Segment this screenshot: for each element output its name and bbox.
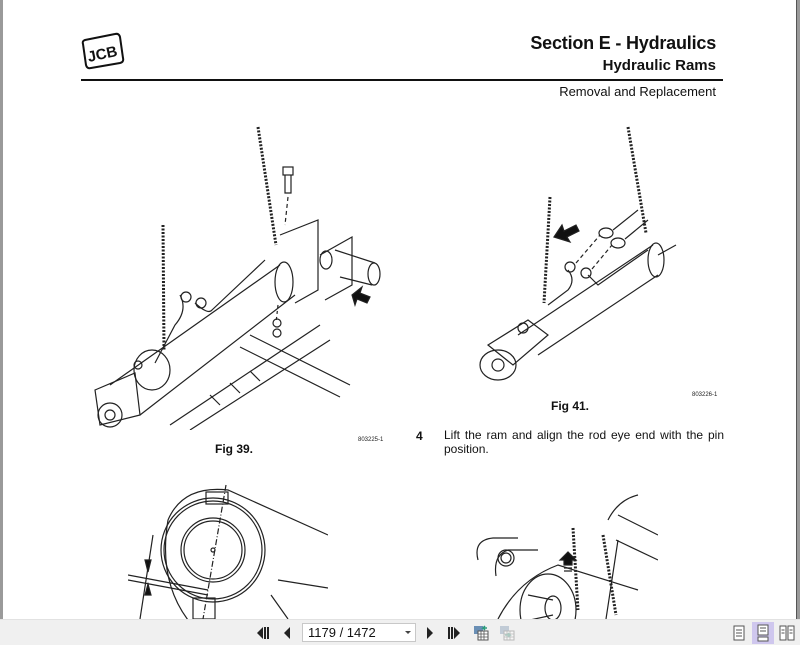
- single-page-icon: [733, 625, 745, 641]
- fig41-illustration: [479, 126, 677, 381]
- jcb-logo: JCB: [81, 32, 125, 70]
- next-page-icon: [427, 627, 433, 639]
- last-page-button[interactable]: [445, 624, 463, 642]
- back-view-button[interactable]: [472, 624, 490, 642]
- subsection-title: Hydraulic Rams: [602, 57, 716, 74]
- fig39-code: 803225-1: [358, 437, 384, 443]
- chevron-down-icon: [405, 631, 411, 634]
- fig39-caption: Fig 39.: [215, 442, 254, 456]
- page-indicator: 1179 / 1472: [308, 625, 376, 640]
- continuous-page-icon: [757, 624, 769, 642]
- pin-illustration: [476, 494, 658, 619]
- page-edge-right: [796, 0, 800, 619]
- forward-view-button[interactable]: [498, 624, 516, 642]
- viewer-toolbar: 1179 / 1472: [0, 619, 800, 645]
- fig41-code: 803226-1: [692, 392, 718, 398]
- header-rule: [81, 79, 723, 81]
- document-page: JCB Section E - Hydraulics Hydraulic Ram…: [3, 0, 796, 619]
- facing-pages-icon: [779, 625, 795, 641]
- page-edge-left: [0, 0, 3, 619]
- page-number-select[interactable]: 1179 / 1472: [302, 623, 416, 642]
- last-page-icon: [448, 627, 460, 639]
- next-page-button[interactable]: [421, 624, 439, 642]
- step-number: 4: [416, 429, 423, 443]
- continuous-view-button[interactable]: [752, 622, 774, 644]
- facing-view-button[interactable]: [776, 622, 798, 644]
- prev-page-button[interactable]: [278, 624, 296, 642]
- bushing-illustration: [128, 484, 328, 619]
- table-forward-icon: [500, 626, 515, 641]
- fig41-caption: Fig 41.: [551, 399, 590, 413]
- first-page-icon: [257, 627, 269, 639]
- fig39-illustration: [94, 126, 381, 430]
- document-viewport[interactable]: JCB Section E - Hydraulics Hydraulic Ram…: [0, 0, 800, 619]
- first-page-button[interactable]: [254, 624, 272, 642]
- topic-title: Removal and Replacement: [559, 84, 716, 99]
- single-page-view-button[interactable]: [728, 622, 750, 644]
- section-title: Section E - Hydraulics: [530, 33, 716, 53]
- table-back-icon: [474, 625, 489, 641]
- step-text: Lift the ram and align the rod eye end w…: [444, 428, 724, 456]
- logo-text: JCB: [86, 43, 119, 66]
- prev-page-icon: [284, 627, 290, 639]
